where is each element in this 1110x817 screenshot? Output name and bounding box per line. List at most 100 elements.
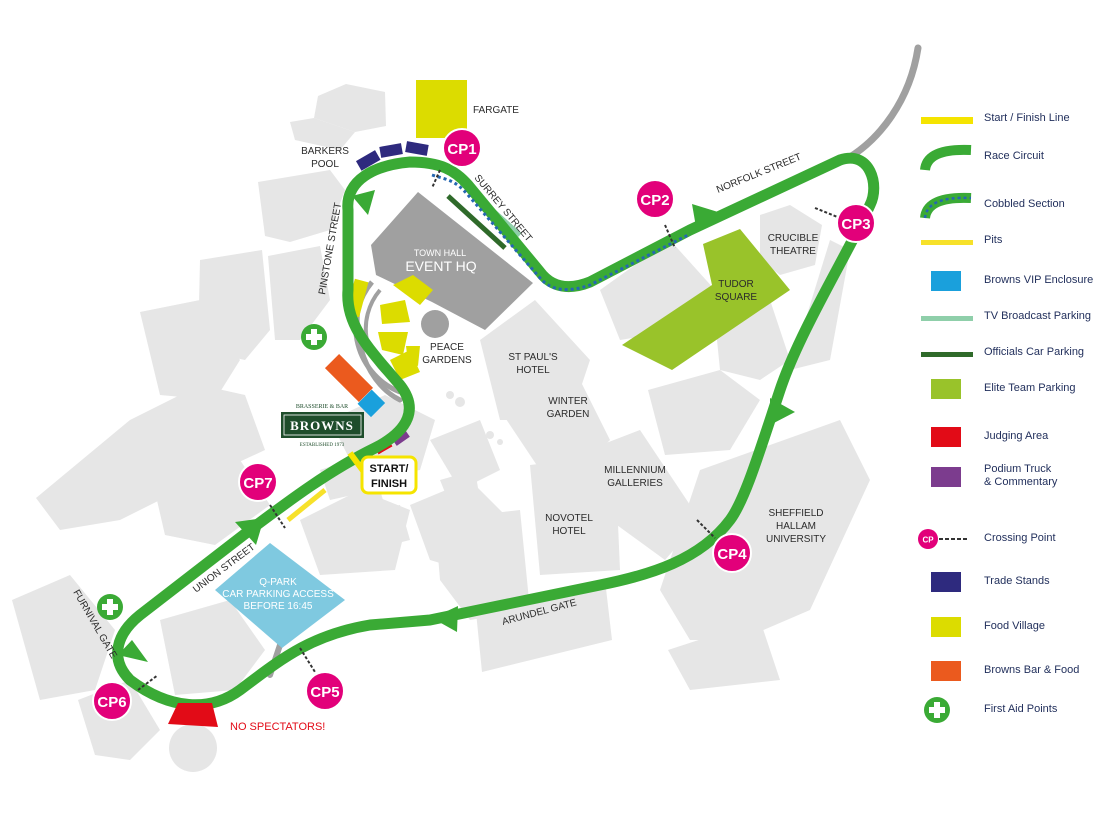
hallam-label-2: HALLAM xyxy=(776,521,816,532)
winter-garden-label-1: WINTER xyxy=(548,396,587,407)
legend-label: TV Broadcast Parking xyxy=(984,310,1091,322)
tudor-label-2: SQUARE xyxy=(715,292,758,303)
legend-symbol-icon xyxy=(920,192,972,220)
legend-symbol-icon xyxy=(931,661,961,681)
no-spectators-zone xyxy=(168,703,218,727)
legend-label: Podium Truck& Commentary xyxy=(984,463,1058,488)
winter-garden-label-2: GARDEN xyxy=(547,409,590,420)
browns-logo: BRASSERIE & BAR BROWNS ESTABLISHED 1973 xyxy=(281,404,364,448)
svg-text:BRASSERIE & BAR: BRASSERIE & BAR xyxy=(296,404,348,410)
svg-text:CP1: CP1 xyxy=(447,141,476,158)
legend-symbol-icon xyxy=(921,117,973,124)
start-finish-box: START/ FINISH xyxy=(360,455,418,495)
tudor-label-1: TUDOR xyxy=(718,279,754,290)
direction-arrows xyxy=(118,190,795,662)
peace-gardens-label-1: PEACE xyxy=(430,342,464,353)
svg-text:CP3: CP3 xyxy=(841,216,870,233)
fargate-label: FARGATE xyxy=(473,105,519,116)
legend-symbol-icon xyxy=(924,697,950,723)
svg-text:BROWNS: BROWNS xyxy=(290,418,354,433)
millennium-label-1: MILLENNIUM xyxy=(604,465,666,476)
town-hall-label-1: TOWN HALL xyxy=(414,248,466,258)
crucible-label-2: THEATRE xyxy=(770,246,816,257)
legend-label: Cobbled Section xyxy=(984,198,1065,210)
browns-vip-enclosure xyxy=(357,389,386,418)
crossing-point-cp5: CP5 xyxy=(299,647,345,711)
crossing-point-cp3: CP3 xyxy=(814,203,876,243)
tudor-square-elite-parking xyxy=(622,229,790,370)
legend-label: Food Village xyxy=(984,620,1045,632)
crossing-point-cp7: CP7 xyxy=(238,462,286,529)
legend-label: Judging Area xyxy=(984,430,1049,442)
svg-text:CP6: CP6 xyxy=(97,694,126,711)
first-aid-point-1 xyxy=(301,324,327,350)
peace-gardens: PEACE GARDENS xyxy=(345,275,472,395)
crossing-point-cp2: CP2 xyxy=(635,179,676,249)
legend-item: First Aid Points xyxy=(915,695,1110,725)
legend-label: Browns Bar & Food xyxy=(984,664,1080,676)
svg-text:START/: START/ xyxy=(370,463,409,475)
crossing-point-cp4: CP4 xyxy=(696,519,752,573)
legend-item: TV Broadcast Parking xyxy=(915,302,1110,332)
legend-item: Trade Stands xyxy=(915,567,1110,597)
novotel-label-2: HOTEL xyxy=(552,526,586,537)
legend-label: Crossing Point xyxy=(984,532,1056,544)
legend-symbol-icon xyxy=(921,316,973,321)
legend-symbol-icon xyxy=(921,352,973,357)
legend-symbol-icon xyxy=(931,379,961,399)
barkers-pool-label-1: BARKERS xyxy=(301,146,349,157)
legend-label: Elite Team Parking xyxy=(984,382,1076,394)
first-aid-point-2 xyxy=(97,594,123,620)
crossing-point-cp1: CP1 xyxy=(431,128,482,189)
svg-text:CP2: CP2 xyxy=(640,192,669,209)
legend-item: Judging Area xyxy=(915,422,1110,452)
town-hall-label-2: EVENT HQ xyxy=(405,258,476,274)
browns-bar-and-food xyxy=(324,353,374,403)
legend-item: Elite Team Parking xyxy=(915,374,1110,404)
legend-item: Food Village xyxy=(915,612,1110,642)
legend-label: First Aid Points xyxy=(984,703,1058,715)
legend-label: Pits xyxy=(984,234,1003,246)
legend-label: Officials Car Parking xyxy=(984,346,1085,358)
svg-text:CP7: CP7 xyxy=(243,475,272,492)
peace-gardens-label-2: GARDENS xyxy=(422,355,472,366)
legend-item: Podium Truck& Commentary xyxy=(915,462,1110,492)
millennium-label-2: GALLERIES xyxy=(607,478,663,489)
st-pauls-label-2: HOTEL xyxy=(516,365,550,376)
officials-car-parking xyxy=(446,194,507,250)
qpark-label-3: BEFORE 16:45 xyxy=(244,601,313,612)
no-spectators-label: NO SPECTATORS! xyxy=(230,721,325,733)
legend-item: Start / Finish Line xyxy=(915,104,1110,134)
legend-symbol-icon xyxy=(931,572,961,592)
legend-label: Trade Stands xyxy=(984,575,1050,587)
town-hall-building xyxy=(371,192,533,330)
legend-item: Browns Bar & Food xyxy=(915,656,1110,686)
q-park xyxy=(215,543,345,648)
legend-symbol-icon: CP xyxy=(918,529,967,549)
legend-item: Cobbled Section xyxy=(915,190,1110,220)
legend-symbol-icon xyxy=(931,427,961,447)
legend-symbol-icon xyxy=(931,617,961,637)
legend-item: Officials Car Parking xyxy=(915,338,1110,368)
legend-item: Browns VIP Enclosure xyxy=(915,266,1110,296)
crucible-label-1: CRUCIBLE xyxy=(768,233,819,244)
legend-item: Race Circuit xyxy=(915,142,1110,172)
pits-area xyxy=(286,488,327,522)
svg-text:CP5: CP5 xyxy=(310,684,339,701)
legend-item: Pits xyxy=(915,226,1110,256)
legend-label: Start / Finish Line xyxy=(984,112,1070,124)
st-pauls-label-1: ST PAUL'S xyxy=(508,352,558,363)
legend-symbol-icon xyxy=(931,467,961,487)
hallam-label-3: UNIVERSITY xyxy=(766,534,826,545)
crossing-point-cp6: CP6 xyxy=(92,674,159,721)
qpark-label-2: CAR PARKING ACCESS xyxy=(222,589,334,600)
legend-label: Race Circuit xyxy=(984,150,1044,162)
legend-symbol-icon xyxy=(921,240,973,245)
svg-text:ESTABLISHED 1973: ESTABLISHED 1973 xyxy=(300,443,345,448)
svg-text:CP4: CP4 xyxy=(717,546,747,563)
barkers-pool-label-2: POOL xyxy=(311,159,339,170)
podium-truck xyxy=(392,430,410,446)
cobbled-section xyxy=(431,173,691,292)
hallam-label-1: SHEFFIELD xyxy=(768,508,823,519)
